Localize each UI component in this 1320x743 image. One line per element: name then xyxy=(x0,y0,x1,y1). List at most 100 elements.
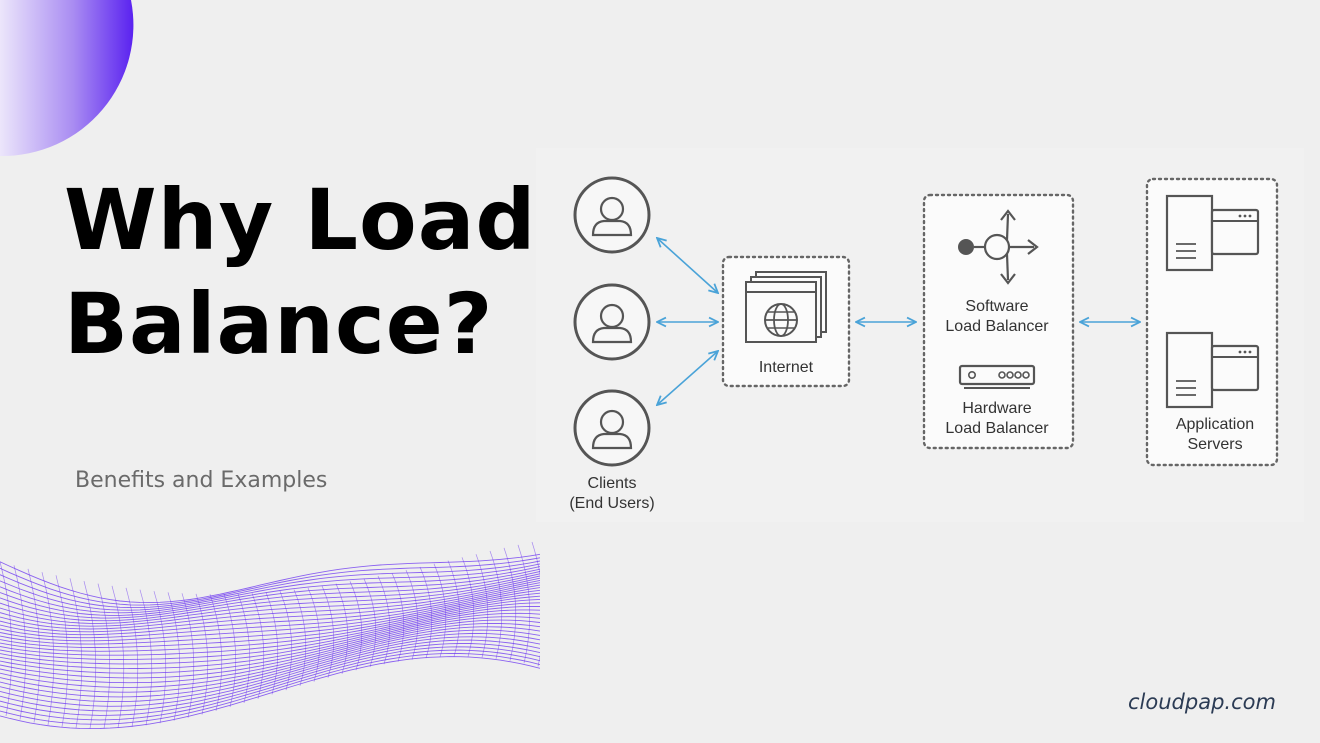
server-icon-1 xyxy=(1165,194,1260,272)
mesh-line xyxy=(0,629,540,693)
mesh-line xyxy=(0,616,540,674)
wave-mesh-decoration xyxy=(0,541,540,730)
mesh-line xyxy=(0,652,540,725)
mesh-line xyxy=(167,592,181,721)
mesh-line xyxy=(55,575,69,727)
hardware-lb-label-line1: Hardware xyxy=(962,400,1031,417)
mesh-line xyxy=(83,581,97,729)
mesh-line xyxy=(181,593,195,718)
mesh-line xyxy=(405,569,419,660)
mesh-line xyxy=(237,593,251,703)
mesh-line xyxy=(0,573,540,622)
clients-label-line1: Clients xyxy=(588,475,637,492)
mesh-line xyxy=(265,592,279,695)
mesh-line xyxy=(0,622,540,684)
mesh-line xyxy=(0,568,540,616)
mesh-line xyxy=(0,602,540,656)
mesh-line xyxy=(41,572,55,725)
hardware-lb-label-line2: Load Balancer xyxy=(945,420,1049,437)
load-balancer-diagram: Clients (End Users) Internet Software xyxy=(569,176,1279,512)
software-load-balancer-icon xyxy=(958,209,1039,285)
mesh-line xyxy=(139,589,153,726)
mesh-line xyxy=(27,568,41,723)
mesh-line xyxy=(321,585,335,678)
arrow-client3-internet xyxy=(657,351,718,405)
mesh-line xyxy=(307,587,321,682)
mesh-line xyxy=(195,593,209,715)
mesh-line xyxy=(0,643,540,712)
title-line-1: Why Load xyxy=(64,171,537,269)
mesh-line xyxy=(475,554,489,658)
mesh-line xyxy=(0,579,540,630)
mesh-line xyxy=(517,544,531,664)
mesh-line xyxy=(0,649,540,721)
client-icon-3 xyxy=(573,389,651,467)
mesh-line xyxy=(335,583,349,674)
page-title: Why Load Balance? xyxy=(64,168,537,376)
corner-gradient-blob xyxy=(0,0,134,157)
globe-icon xyxy=(764,303,798,337)
mesh-line xyxy=(0,609,540,665)
mesh-line xyxy=(0,626,540,688)
mesh-line xyxy=(125,587,139,727)
mesh-line xyxy=(377,575,391,665)
mesh-line xyxy=(0,575,540,624)
mesh-line xyxy=(0,598,540,652)
internet-label: Internet xyxy=(759,359,814,376)
mesh-line xyxy=(0,561,13,716)
mesh-line xyxy=(447,560,461,657)
server-icon-2 xyxy=(1165,331,1260,409)
mesh-line xyxy=(223,593,237,708)
mesh-line xyxy=(0,632,540,698)
mesh-line xyxy=(0,553,540,604)
mesh-line xyxy=(0,577,540,627)
mesh-line xyxy=(293,589,307,686)
mesh-line xyxy=(0,571,540,619)
servers-label-line2: Servers xyxy=(1187,436,1242,453)
mesh-line xyxy=(0,595,540,648)
mesh-line xyxy=(531,541,540,667)
mesh-line xyxy=(0,619,540,679)
hardware-load-balancer-icon xyxy=(958,364,1036,389)
mesh-line xyxy=(0,656,540,730)
mesh-line xyxy=(0,587,540,639)
mesh-line xyxy=(69,578,83,728)
mesh-line xyxy=(279,590,293,691)
mesh-line xyxy=(97,583,111,729)
mesh-line xyxy=(461,557,475,657)
mesh-line xyxy=(13,565,27,720)
mesh-line xyxy=(0,557,540,606)
client-icon-1 xyxy=(573,176,651,254)
mesh-line xyxy=(0,612,540,669)
client-icon-2 xyxy=(573,283,651,361)
mesh-line xyxy=(0,589,540,642)
title-line-2: Balance? xyxy=(64,275,494,373)
mesh-line xyxy=(363,578,377,668)
mesh-line xyxy=(111,585,125,729)
mesh-line xyxy=(0,560,540,609)
internet-window-icon xyxy=(745,271,827,343)
clients-label-line2: (End Users) xyxy=(569,495,654,512)
mesh-line xyxy=(503,547,517,661)
mesh-line xyxy=(489,550,503,659)
mesh-line xyxy=(0,639,540,707)
mesh-line xyxy=(251,593,265,699)
mesh-line xyxy=(0,636,540,703)
arrow-client1-internet xyxy=(657,238,718,293)
mesh-line xyxy=(0,605,540,660)
mesh-line xyxy=(209,594,223,711)
mesh-line xyxy=(0,592,540,645)
subtitle: Benefits and Examples xyxy=(75,468,328,493)
software-lb-label-line2: Load Balancer xyxy=(945,318,1049,335)
brand-watermark: cloudpap.com xyxy=(1128,690,1276,714)
mesh-line xyxy=(0,582,540,633)
mesh-line xyxy=(153,591,167,724)
mesh-line xyxy=(349,581,363,671)
mesh-line xyxy=(433,563,447,658)
mesh-line xyxy=(0,566,540,614)
servers-label-line1: Application xyxy=(1176,416,1254,433)
mesh-line xyxy=(419,566,433,659)
mesh-line xyxy=(391,572,405,662)
mesh-line xyxy=(0,646,540,716)
software-lb-label-line1: Software xyxy=(965,298,1028,315)
